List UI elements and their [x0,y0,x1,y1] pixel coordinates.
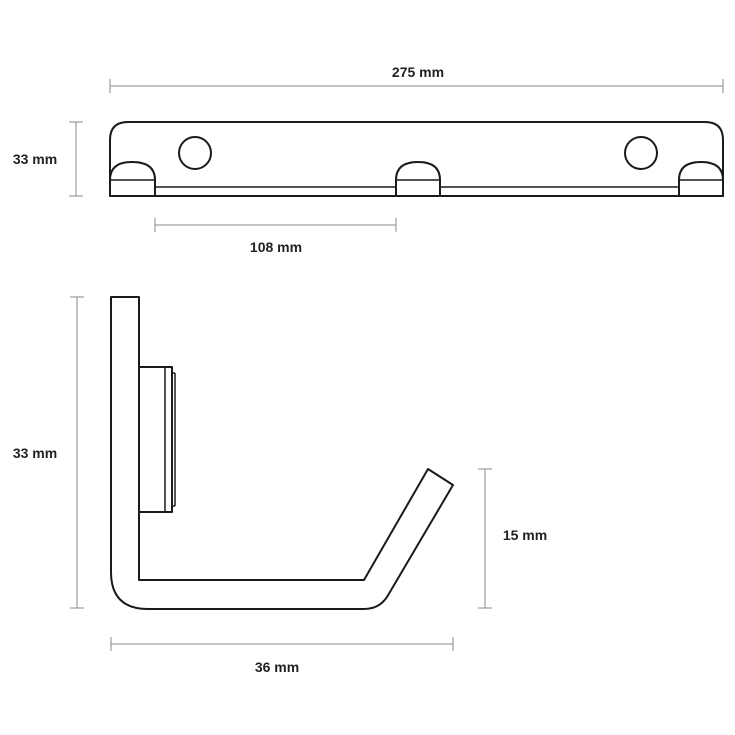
screw-hole-left [178,136,212,170]
overall-length-dimension: 275 mm [109,64,724,93]
side-height-dimension: 33 mm [13,296,84,609]
front-view: 275 mm 33 mm 108 mm [13,64,724,255]
mounting-block [138,366,173,513]
hook-spacing-label: 108 mm [250,239,302,255]
hook-stub-middle [395,161,441,197]
side-height-label: 33 mm [13,445,57,461]
overall-length-label: 275 mm [392,64,444,80]
side-view: 33 mm 15 mm 36 mm [13,296,547,675]
hook-depth-dimension: 36 mm [110,637,454,675]
hook-body [110,296,454,610]
mounting-plate [109,121,724,197]
hook-tip-height-label: 15 mm [503,527,547,543]
hook-spacing-dimension: 108 mm [154,218,397,255]
plate-height-dimension: 33 mm [13,121,83,197]
plate-height-label: 33 mm [13,151,57,167]
hook-stub-left [109,161,156,197]
hook-tip-height-dimension: 15 mm [478,468,547,609]
hook-stub-right [678,161,724,197]
screw-hole-right [624,136,658,170]
hook-depth-label: 36 mm [255,659,299,675]
